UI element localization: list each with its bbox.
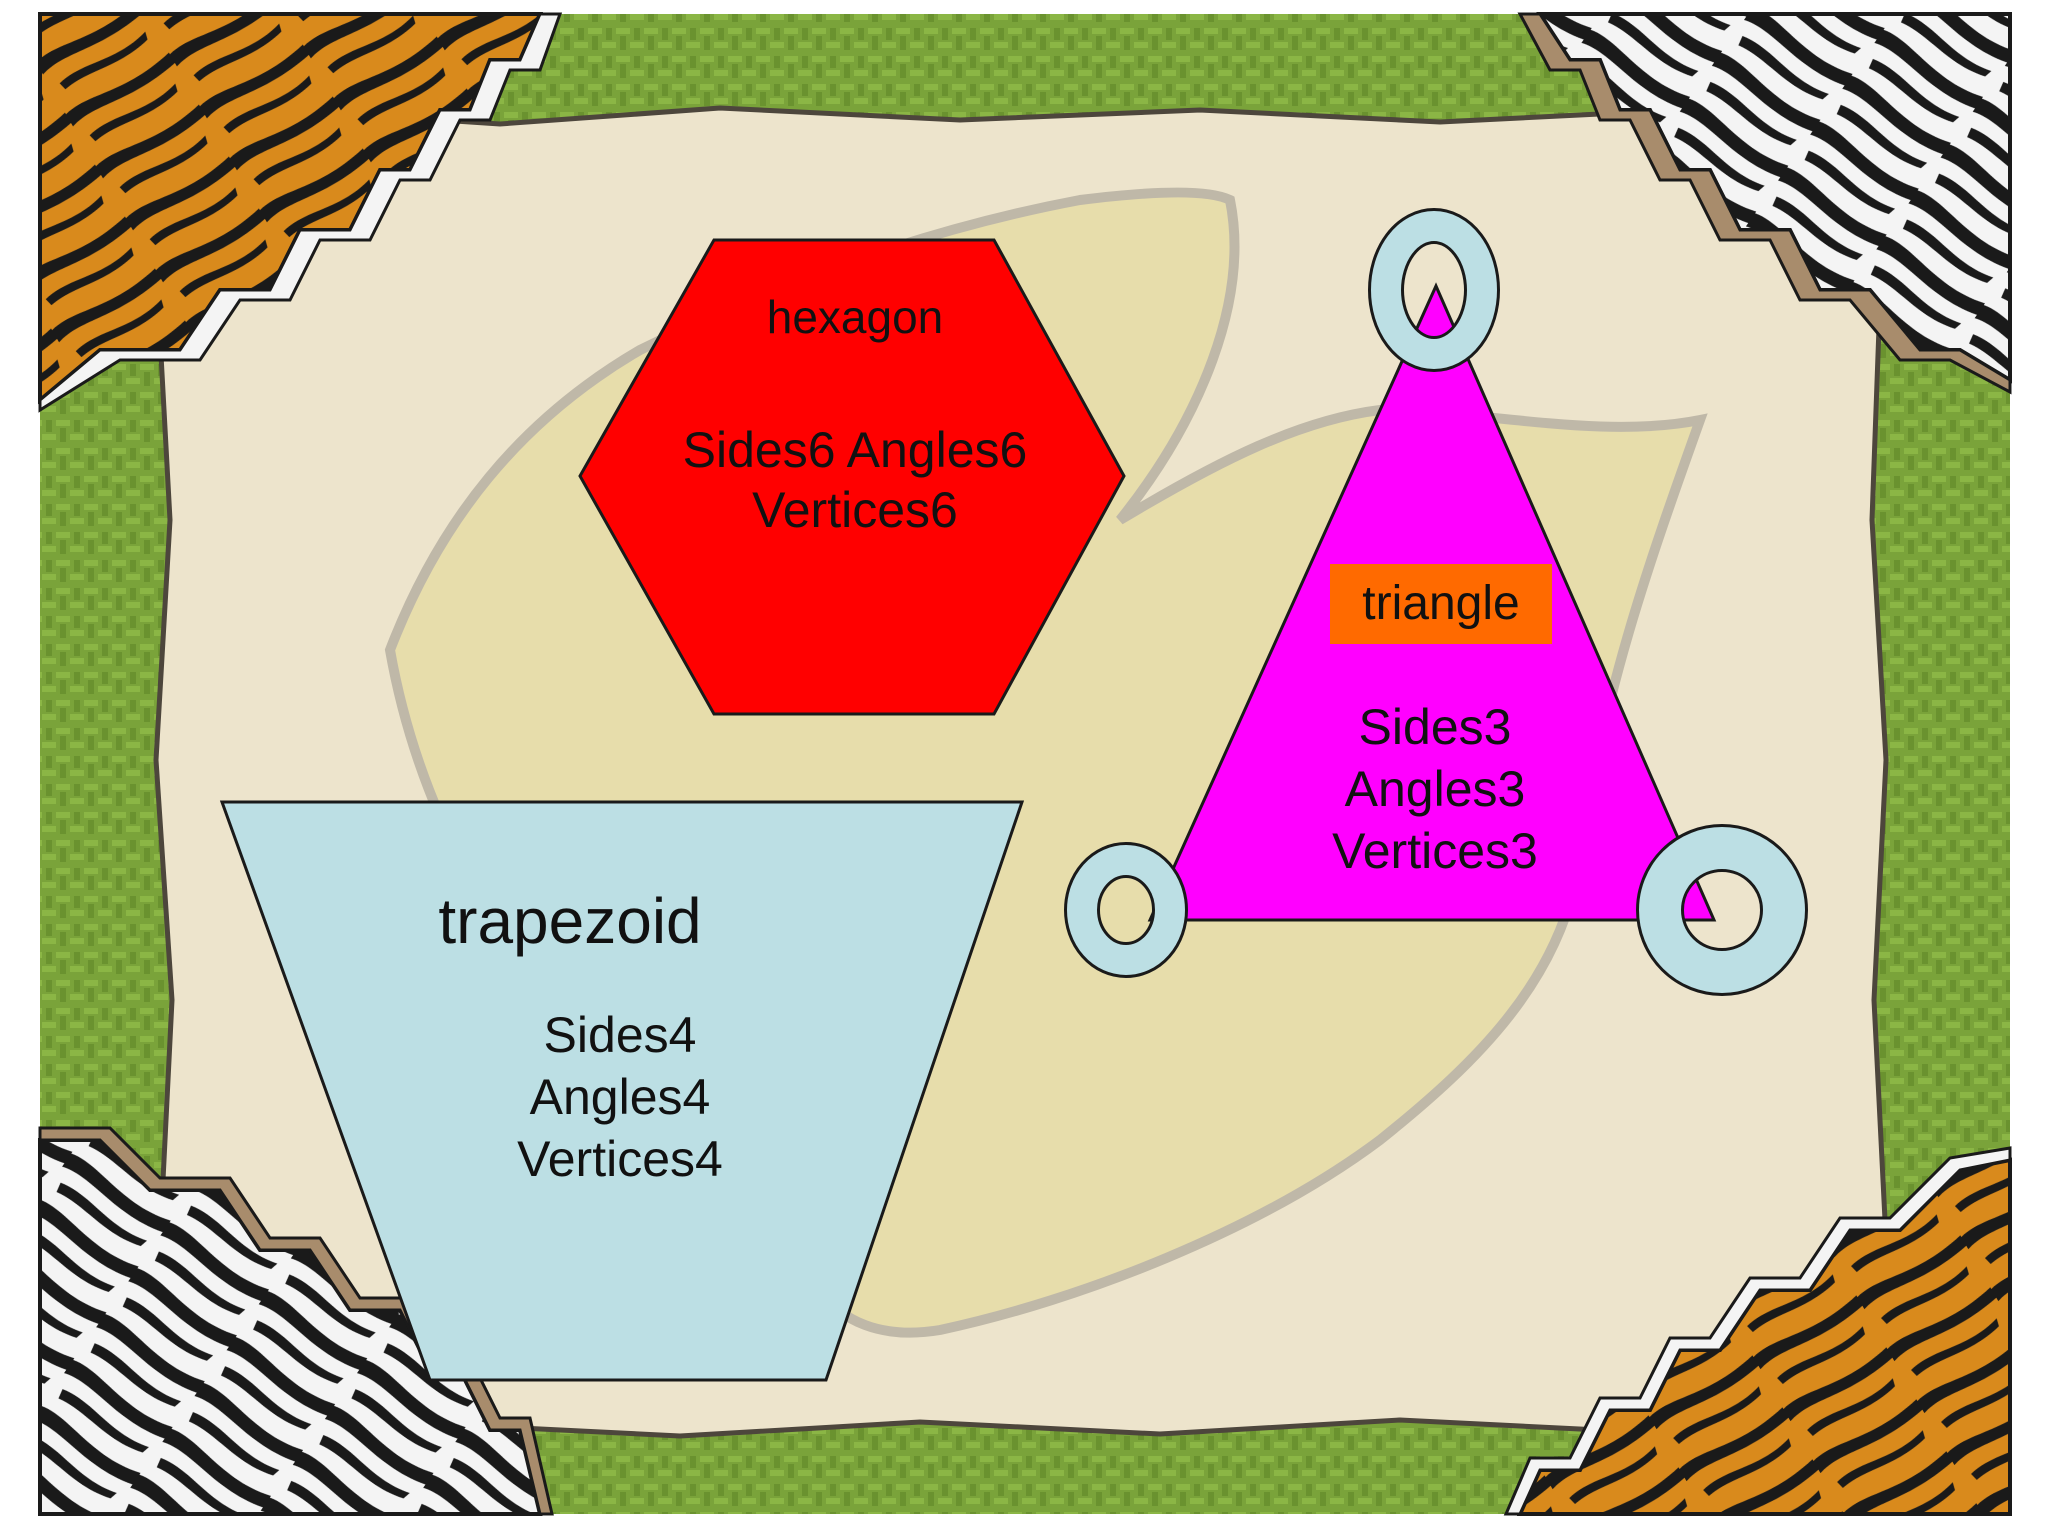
triangle-label: triangle: [1330, 564, 1552, 644]
hexagon-label: hexagon: [766, 291, 944, 343]
hexagon-shape[interactable]: [578, 238, 1126, 716]
trapezoid-label: trapezoid: [438, 885, 702, 957]
trapezoid-stats: Sides4 Angles4 Vertices4: [517, 1007, 723, 1187]
corner-top-left-tiger: [38, 12, 563, 413]
vertex-ring-left-fill: [1067, 845, 1185, 975]
triangle-stats: Sides3 Angles3 Vertices3: [1332, 699, 1538, 879]
vertex-ring-right-fill: [1639, 827, 1805, 993]
trapezoid-shape[interactable]: [219, 800, 1025, 1382]
hexagon-stats: Sides6 Angles6 Vertices6: [682, 422, 1028, 538]
corner-bottom-left-zebra: [38, 1126, 554, 1516]
vertex-ring-top-fill: [1371, 211, 1497, 369]
corner-bottom-right-tiger: [1503, 1146, 2012, 1516]
corner-top-right-zebra: [1517, 12, 2012, 395]
